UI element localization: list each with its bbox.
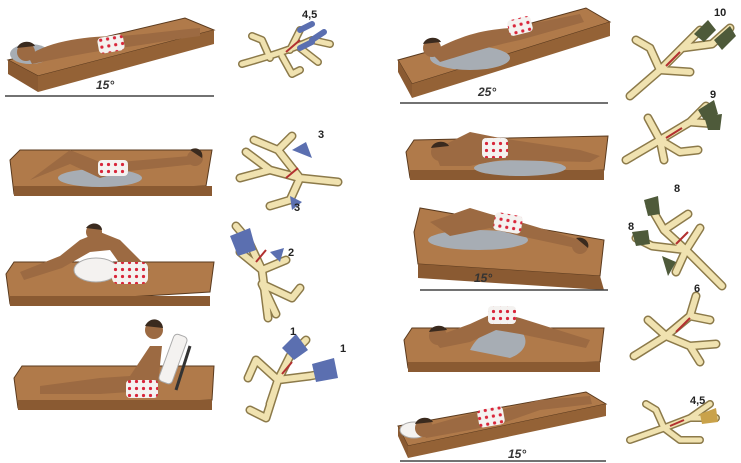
bronchial-tree-icon: 4,5 [242,9,330,74]
bronchial-tree-icon: 1 1 [248,326,346,418]
segment-label: 2 [288,247,294,259]
bronchial-tree-icon: 4,5 [630,395,718,440]
panel-r4 [404,306,604,372]
angle-label: 15° [474,271,492,285]
segment-label: 6 [694,283,700,295]
bronchial-tree-icon: 9 [626,89,722,160]
segment-label-secondary: 1 [340,343,346,355]
panel-l4 [14,319,214,410]
panel-l1: 15° [5,18,214,96]
segment-label: 9 [710,89,716,101]
pillow-icon [74,258,118,282]
segment-label: 10 [714,7,726,19]
segment-label-secondary: 8 [628,221,634,233]
bronchial-tree-icon: 2 [230,226,300,318]
patient-figure-icon [40,319,163,398]
panel-l3 [6,224,214,306]
bronchial-tree-icon: 8 8 [628,183,722,286]
bronchial-tree-icon: 10 [630,7,736,96]
angle-label: 15° [508,447,526,461]
panel-r1: 25° [398,8,610,103]
segment-label: 3 [318,129,324,141]
segment-label: 1 [290,326,296,338]
segment-label-secondary: 3 [294,202,300,214]
panel-r2 [406,132,608,180]
bronchial-tree-icon: 6 [634,283,716,362]
angle-label: 25° [477,85,496,99]
angle-label: 15° [96,78,114,92]
segment-label: 4,5 [690,395,705,407]
panel-l2 [10,148,212,196]
panel-r5: 15° [398,392,606,461]
segment-label: 8 [674,183,680,195]
panel-r3: 15° [414,208,608,290]
bronchial-tree-icon: 3 3 [240,129,338,214]
segment-label: 4,5 [302,9,317,21]
